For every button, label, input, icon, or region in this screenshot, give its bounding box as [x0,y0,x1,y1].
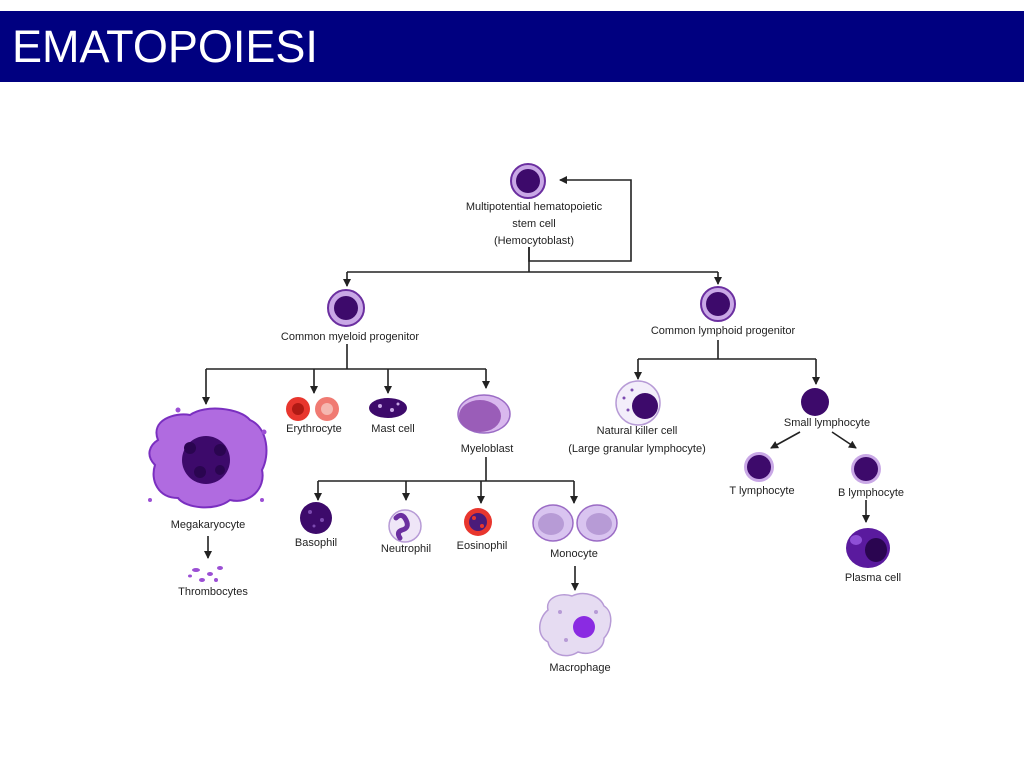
monocyte-label: Monocyte [550,548,598,560]
title-bar: EMATOPOIESI [0,11,1024,82]
stem-cell-label-2: stem cell [512,218,555,230]
macrophage-icon [539,592,612,657]
thrombocytes-icon [188,566,223,582]
small-lymphocyte-icon [801,388,829,416]
basophil-label: Basophil [295,537,337,549]
natural-killer-cell-label-2: (Large granular lymphocyte) [568,443,706,455]
megakaryocyte-label: Megakaryocyte [171,519,246,531]
plasma-cell-icon [846,528,890,568]
stem-cell-icon [510,163,546,199]
connector-lines [202,176,870,591]
myeloblast-label: Myeloblast [461,443,514,455]
plasma-cell-label: Plasma cell [845,572,901,584]
b-lymphocyte-icon [851,454,881,484]
arrow-to-b-lymphocyte [831,431,857,449]
common-lymphoid-progenitor-icon [700,286,736,322]
mast-cell-icon [369,398,407,418]
common-myeloid-progenitor-label: Common myeloid progenitor [281,331,420,343]
monocyte-icon [532,504,618,542]
eosinophil-icon [464,508,492,536]
common-lymphoid-progenitor-label: Common lymphoid progenitor [651,325,796,337]
macrophage-label: Macrophage [549,662,610,674]
erythrocyte-label: Erythrocyte [286,423,342,435]
small-lymphocyte-label: Small lymphocyte [784,417,870,429]
erythrocyte-icon [286,397,339,421]
t-lymphocyte-label: T lymphocyte [729,485,794,497]
natural-killer-cell-label-1: Natural killer cell [597,425,678,437]
thrombocytes-label: Thrombocytes [178,586,248,598]
eosinophil-label: Eosinophil [457,540,508,552]
common-myeloid-progenitor-icon [327,289,365,327]
myeloblast-icon [457,394,511,434]
basophil-icon [300,502,332,534]
megakaryocyte-icon [148,407,268,509]
arrow-to-t-lymphocyte [770,431,801,449]
stem-cell-label-1: Multipotential hematopoietic [466,201,603,213]
neutrophil-icon [388,509,422,543]
natural-killer-cell-icon [615,380,661,426]
mast-cell-label: Mast cell [371,423,414,435]
b-lymphocyte-label: B lymphocyte [838,487,904,499]
neutrophil-label: Neutrophil [381,543,431,555]
stem-cell-label-3: (Hemocytoblast) [494,235,574,247]
slide-title: EMATOPOIESI [12,21,318,72]
t-lymphocyte-icon [744,452,774,482]
